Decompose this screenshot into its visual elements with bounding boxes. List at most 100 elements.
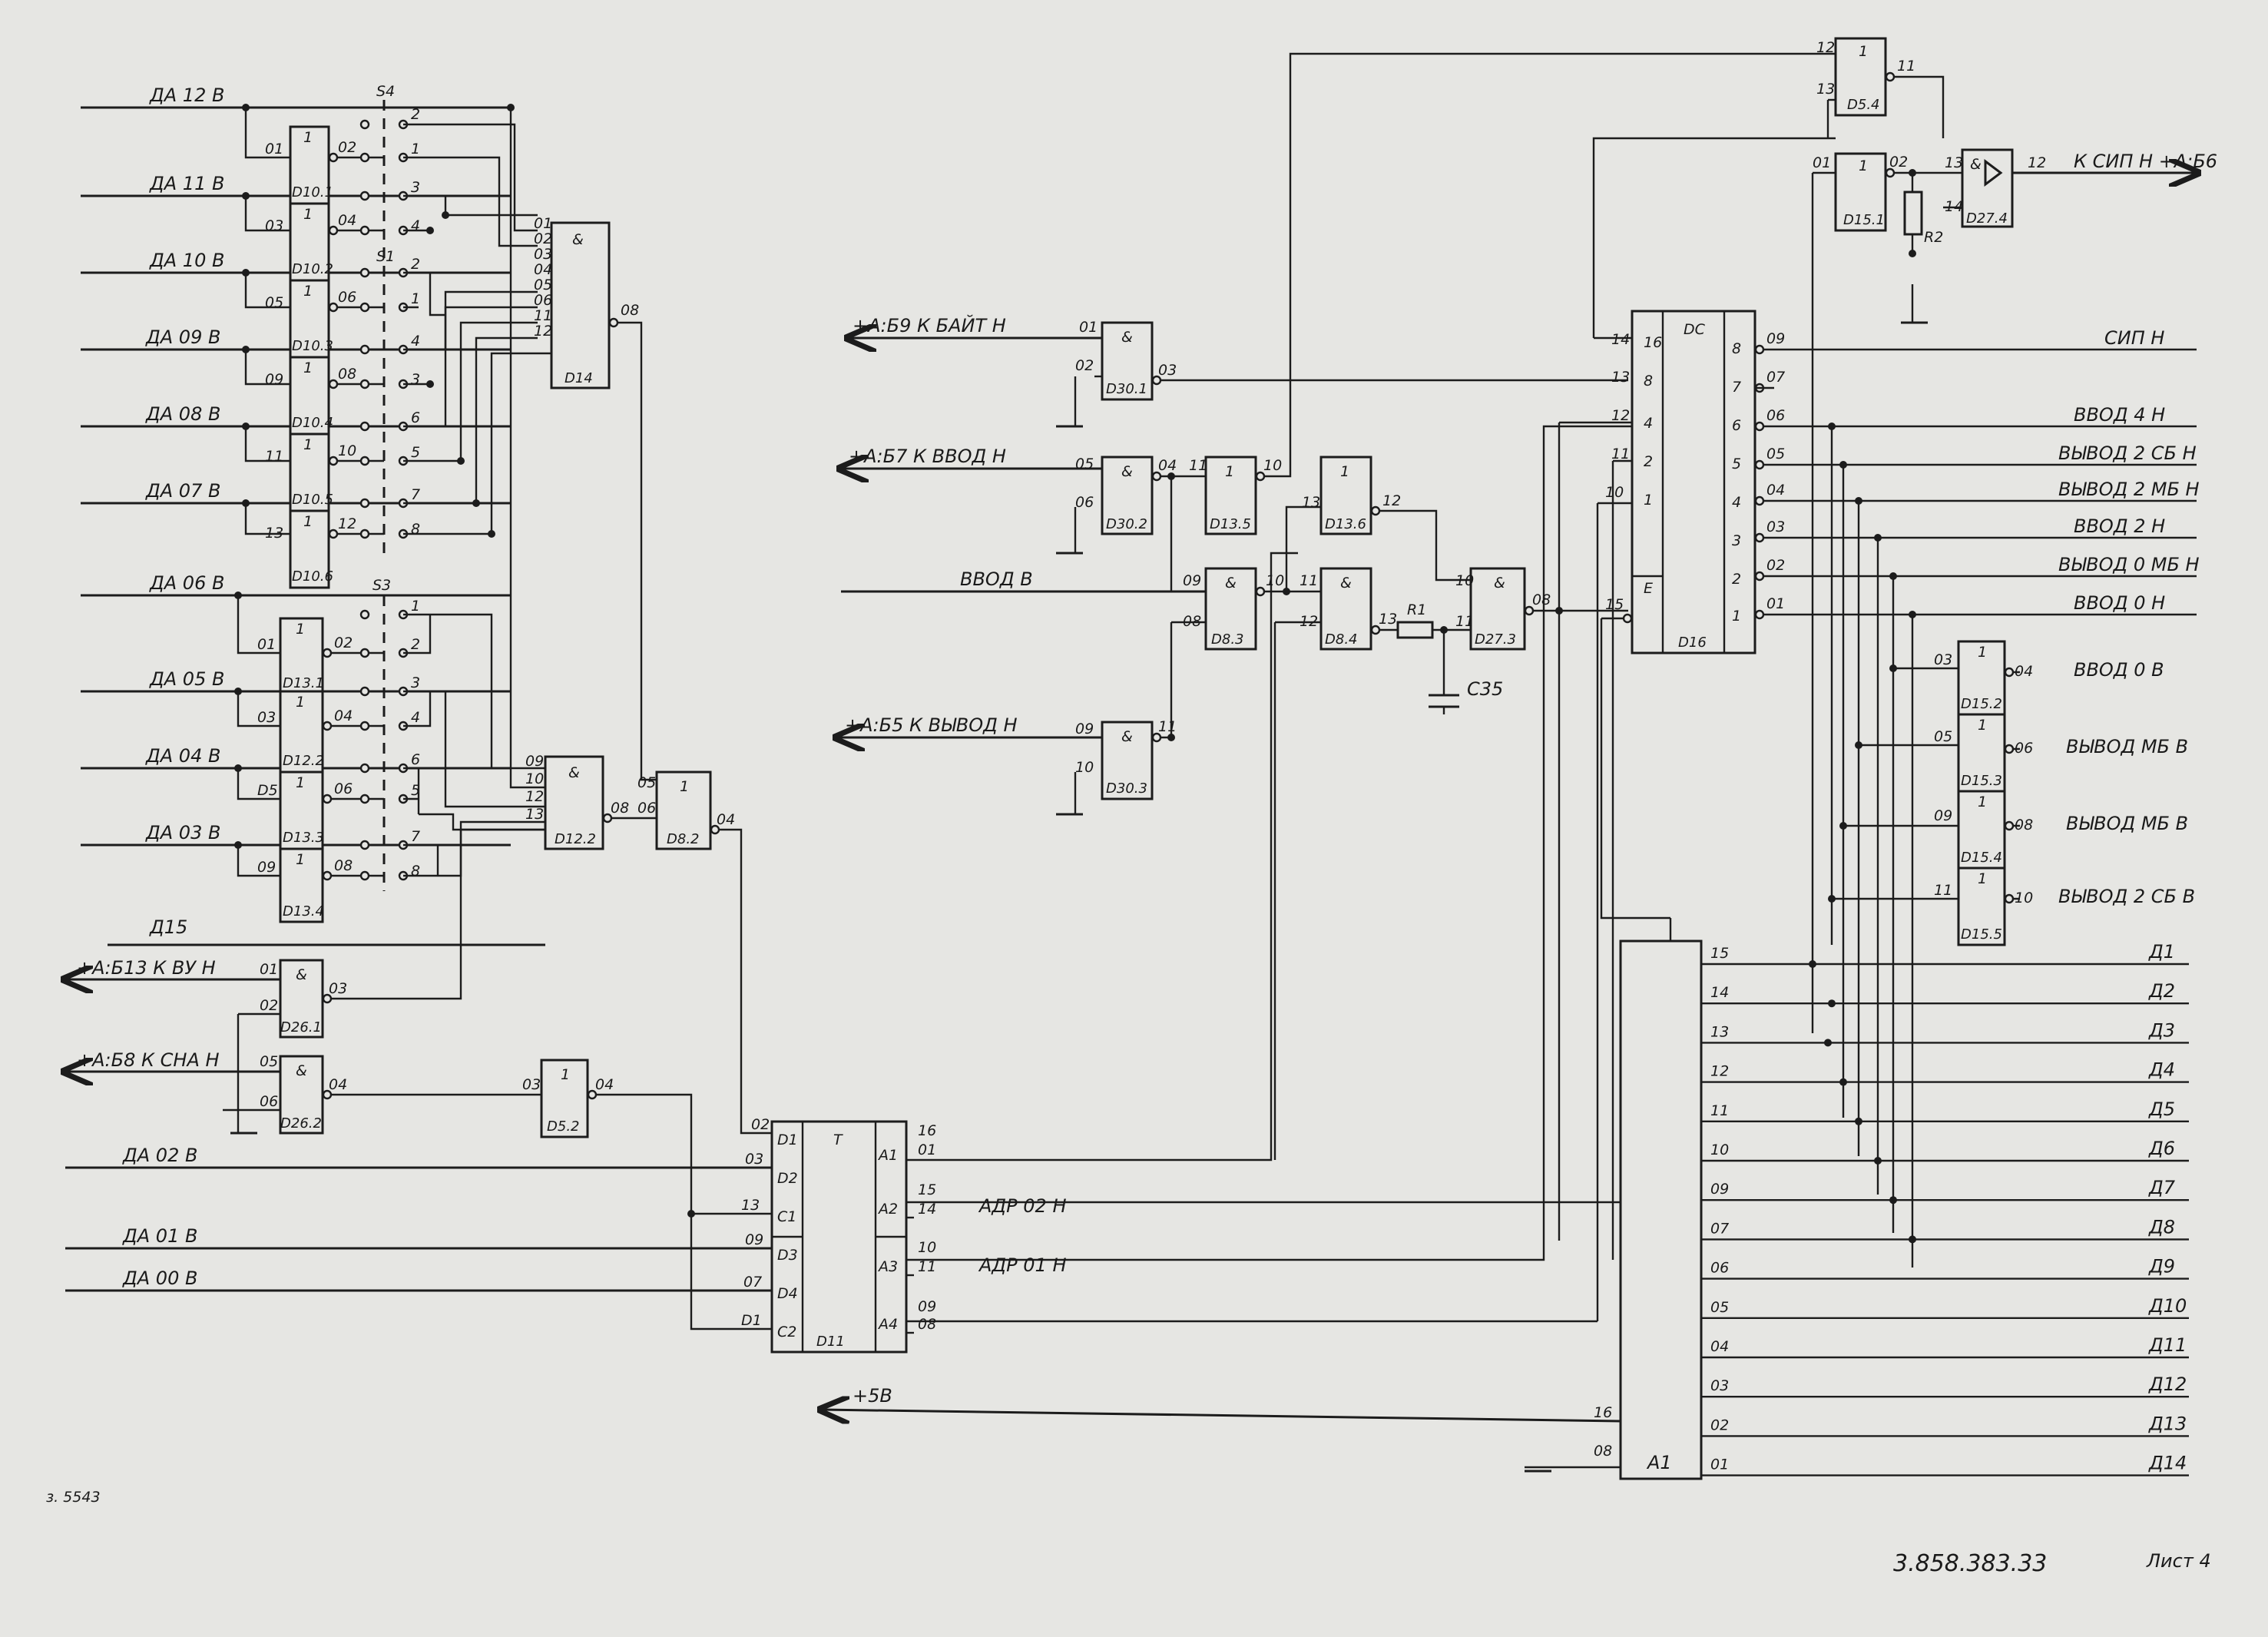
a1-pin-label: 10 <box>1710 1142 1729 1158</box>
title-block: з. 5543 3.858.383.33 Лист 4 <box>46 1489 2211 1577</box>
svg-text:08: 08 <box>1532 592 1551 608</box>
svg-text:8: 8 <box>411 521 420 538</box>
input-label-a11: ДА 11 В <box>149 173 224 194</box>
svg-text:03: 03 <box>257 709 276 726</box>
svg-text:7: 7 <box>411 486 420 503</box>
svg-text:05: 05 <box>637 774 656 791</box>
svg-text:1: 1 <box>1225 463 1234 480</box>
input-label-a15: Д15 <box>149 916 187 938</box>
svg-text:&: & <box>1121 728 1133 745</box>
junction-dot <box>1855 1117 1862 1125</box>
svg-text:3: 3 <box>1732 532 1741 549</box>
input-label-a09: ДА 09 В <box>145 326 220 348</box>
svg-text:1: 1 <box>303 283 313 300</box>
d-output-label: Д7 <box>2148 1177 2176 1198</box>
svg-text:6: 6 <box>411 751 420 768</box>
svg-text:11: 11 <box>1189 457 1207 474</box>
svg-text:E: E <box>1644 580 1653 597</box>
svg-text:04: 04 <box>595 1076 614 1093</box>
svg-text:04: 04 <box>1766 482 1785 499</box>
out-vyvodmbb: ВЫВОД МБ В <box>2066 736 2188 757</box>
svg-text:01: 01 <box>265 141 283 157</box>
svg-text:6: 6 <box>411 409 420 426</box>
svg-text:&: & <box>572 231 584 248</box>
svg-text:08: 08 <box>611 800 629 817</box>
svg-text:2: 2 <box>411 106 420 123</box>
svg-text:11: 11 <box>265 448 283 465</box>
chip-d10-6: D10.6 <box>292 568 333 585</box>
svg-text:5: 5 <box>411 444 420 461</box>
d-output-label: Д14 <box>2148 1453 2187 1474</box>
svg-text:1: 1 <box>303 206 313 223</box>
svg-text:1: 1 <box>296 774 305 791</box>
input-label-a07: ДА 07 В <box>145 480 220 502</box>
out-vyvod2sbb: ВЫВОД 2 СБ В <box>2058 886 2195 907</box>
d-output-label: Д2 <box>2148 980 2175 1002</box>
junction-dot <box>1909 1235 1916 1244</box>
svg-text:13: 13 <box>1611 369 1630 386</box>
svg-text:12: 12 <box>2028 154 2046 171</box>
switch-s4-s1: S4 S1 21 34 21 43 65 78 <box>359 83 420 553</box>
svg-text:04: 04 <box>329 1076 347 1093</box>
svg-text:D27.3: D27.3 <box>1475 631 1516 648</box>
out-vvod0b: ВВОД 0 В <box>2074 659 2164 681</box>
input-label-a01: ДА 01 В <box>122 1225 197 1247</box>
svg-text:D8.4: D8.4 <box>1325 631 1358 648</box>
svg-text:1: 1 <box>303 129 313 146</box>
svg-text:1: 1 <box>1978 794 1987 810</box>
svg-text:08: 08 <box>1594 1443 1612 1460</box>
a1-pin-label: 06 <box>1710 1260 1729 1277</box>
svg-text:&: & <box>1494 575 1505 592</box>
svg-text:16: 16 <box>918 1122 936 1139</box>
module-a1-label: A1 <box>1646 1452 1672 1473</box>
svg-text:D27.4: D27.4 <box>1966 210 2008 227</box>
svg-text:04: 04 <box>334 707 353 724</box>
chip-d13-5: 1 D13.5 11 10 <box>1189 52 1836 535</box>
chip-d14-label: D14 <box>565 370 593 386</box>
svg-text:6: 6 <box>1732 417 1741 434</box>
p5v-line: +5В <box>822 1385 1621 1421</box>
svg-text:10: 10 <box>1455 572 1474 589</box>
junction-dot <box>1839 1078 1847 1086</box>
chip-d5-2-label: D5.2 <box>547 1118 580 1135</box>
svg-text:1: 1 <box>1644 492 1653 509</box>
d-output-label: Д4 <box>2148 1059 2175 1081</box>
d-output-label: Д9 <box>2148 1256 2175 1277</box>
svg-text:R2: R2 <box>1924 229 1943 246</box>
d-output-label: Д1 <box>2148 941 2175 963</box>
svg-text:8: 8 <box>1732 340 1741 357</box>
chip-d10-3: D10.3 <box>292 338 333 354</box>
svg-text:03: 03 <box>1158 362 1177 379</box>
chip-d8-2-label: D8.2 <box>667 831 700 847</box>
chip-d5-2: 1 D5.2 03 04 <box>522 1059 772 1215</box>
chip-d26-2-label: D26.2 <box>280 1115 322 1132</box>
svg-text:06: 06 <box>534 292 552 309</box>
adr02-label: АДР 02 Н <box>978 1195 1066 1217</box>
svg-text:15: 15 <box>1605 596 1624 613</box>
svg-text:09: 09 <box>525 753 544 770</box>
svg-text:A2: A2 <box>877 1201 898 1218</box>
svg-text:1: 1 <box>411 290 420 307</box>
svg-text:05: 05 <box>260 1053 278 1070</box>
svg-text:11: 11 <box>1897 58 1915 75</box>
input-label-a00: ДА 00 В <box>122 1268 197 1289</box>
svg-text:D13.5: D13.5 <box>1210 516 1251 532</box>
a1-pin-label: 12 <box>1710 1063 1729 1080</box>
svg-text:10: 10 <box>525 770 544 787</box>
svg-text:09: 09 <box>1766 330 1785 347</box>
out-vvod0: ВВОД 0 Н <box>2074 592 2165 614</box>
input-label-a12: ДА 12 В <box>149 85 224 106</box>
chip-d13-4: D13.4 <box>283 903 324 920</box>
svg-text:1: 1 <box>1340 463 1349 480</box>
output-label-sna: +А:Б8 К СНА Н <box>77 1049 220 1071</box>
svg-text:D5: D5 <box>257 782 278 799</box>
svg-text:08: 08 <box>338 366 356 383</box>
svg-text:02: 02 <box>338 139 356 156</box>
svg-text:1: 1 <box>303 513 313 530</box>
svg-text:08: 08 <box>621 302 639 319</box>
svg-text:02: 02 <box>334 635 353 651</box>
